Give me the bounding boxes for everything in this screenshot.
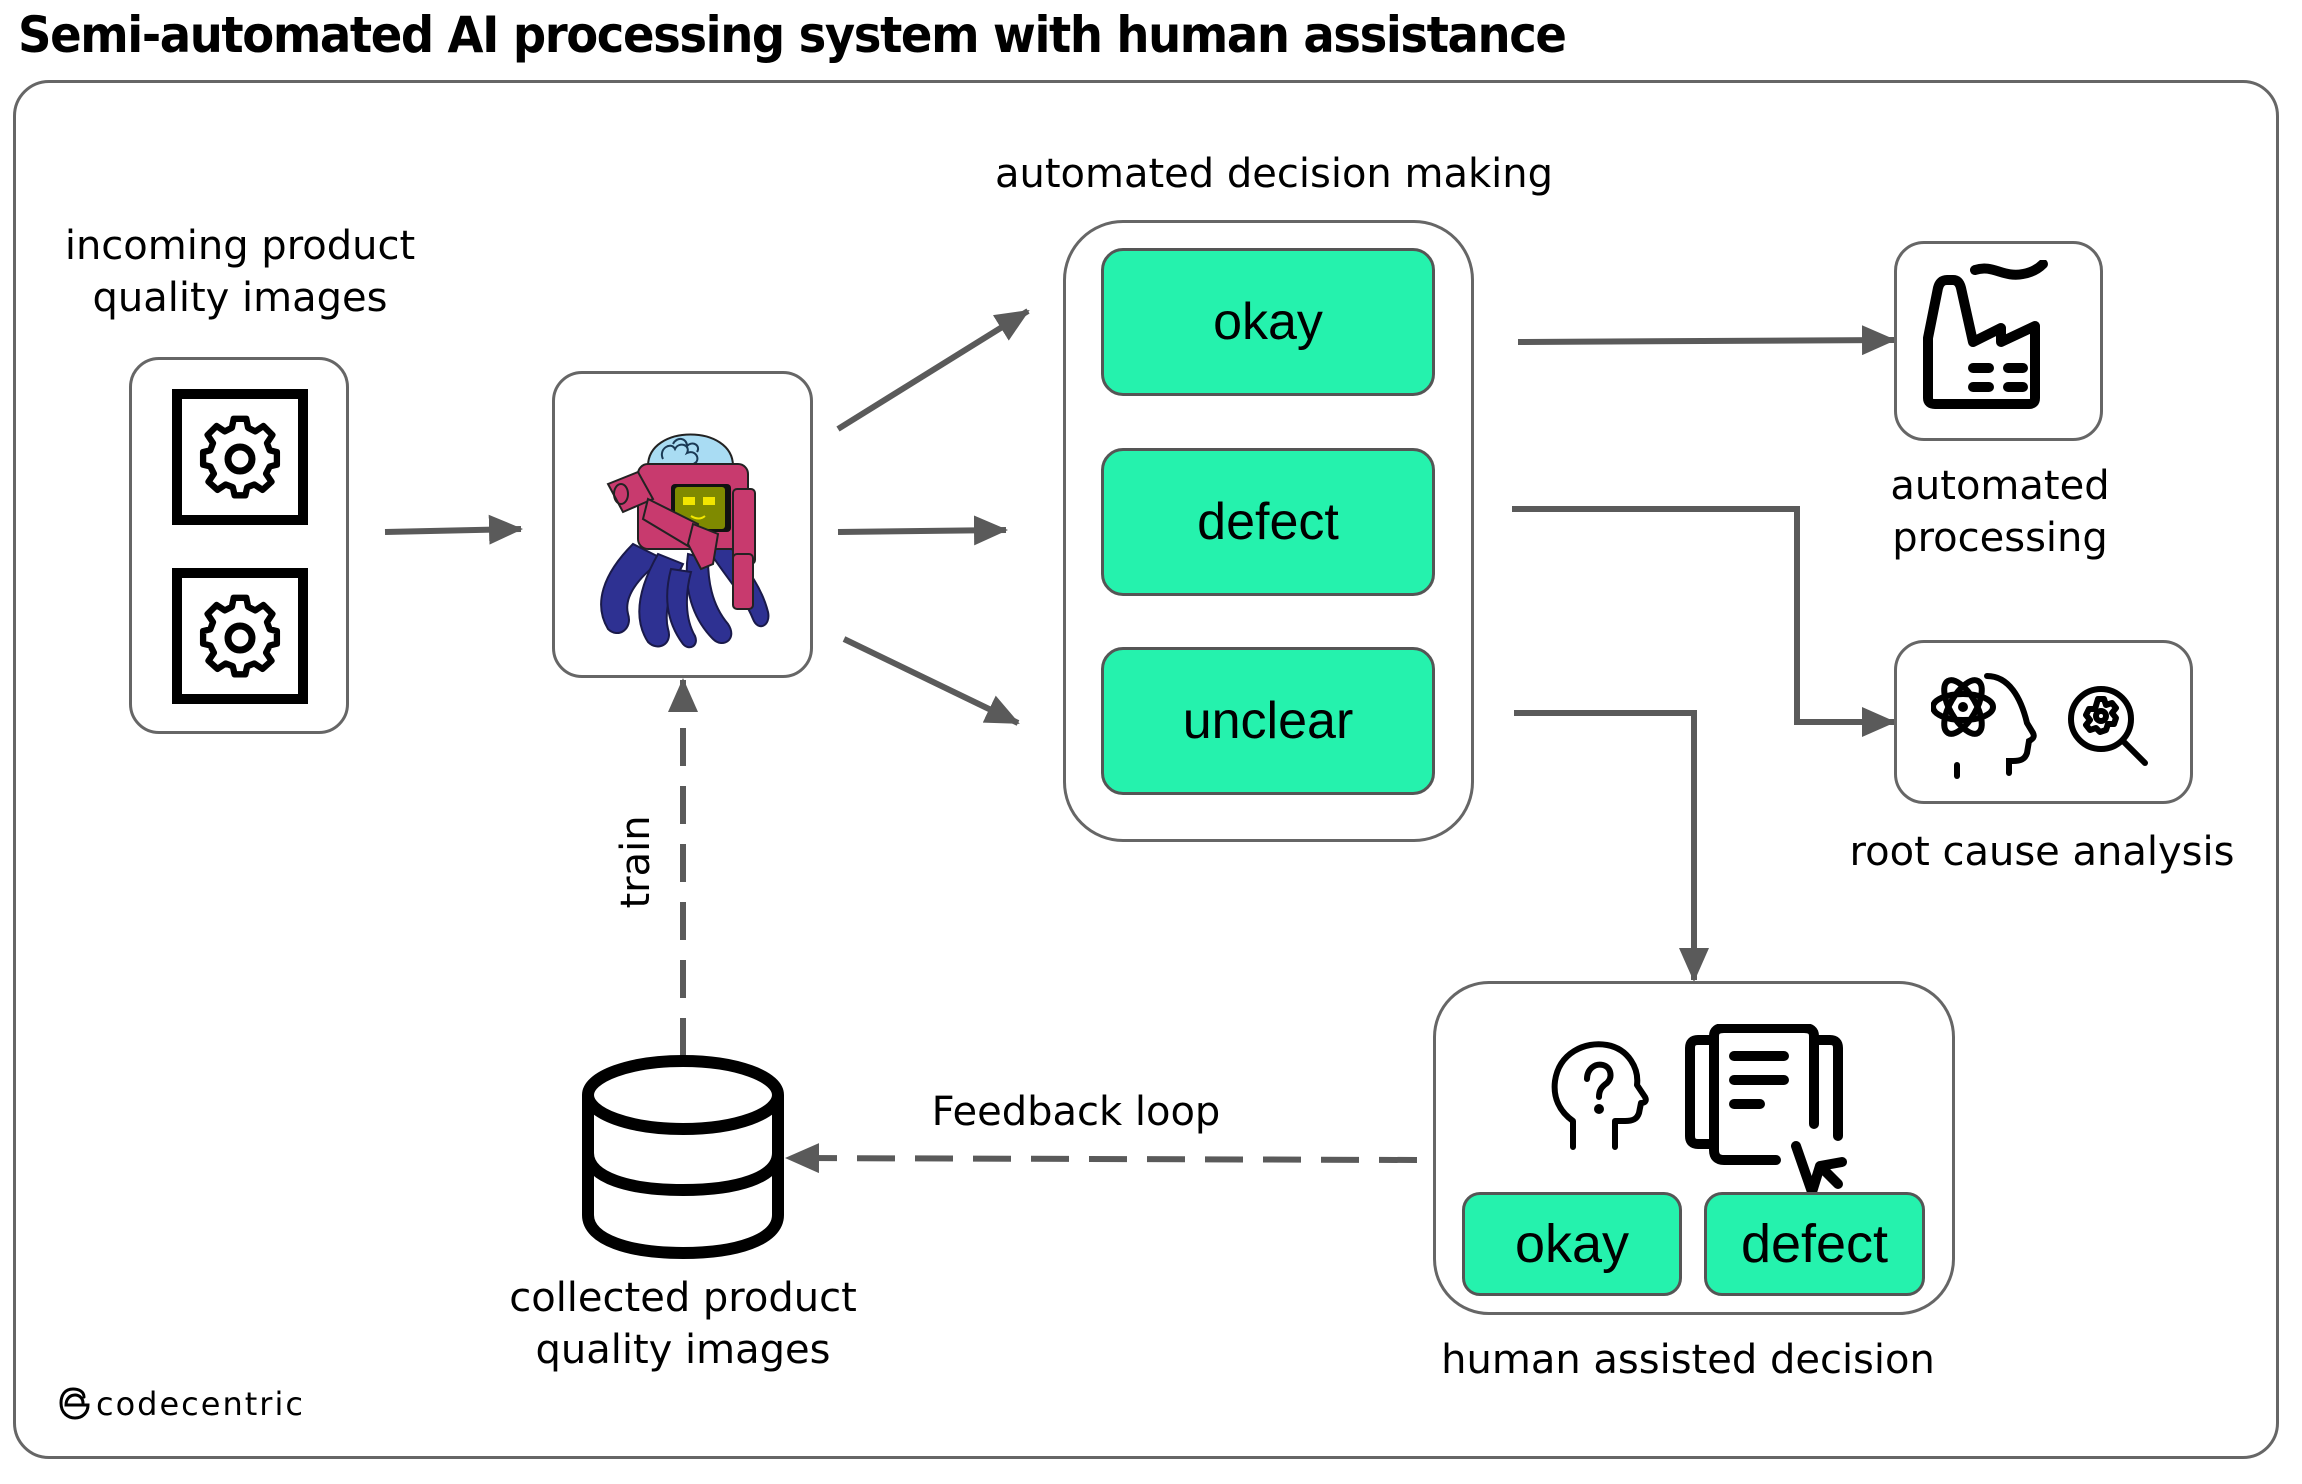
arrow-defect-to-root-cause — [1512, 506, 1896, 737]
codecentric-logo-text: codecentric — [96, 1385, 305, 1423]
gear-image-icon — [172, 389, 308, 525]
incoming-images-box[interactable] — [129, 357, 349, 734]
science-head-icon — [1931, 673, 2037, 779]
incoming-label: incoming product quality images — [64, 223, 416, 321]
database-icon[interactable] — [580, 1055, 786, 1260]
root-cause-analysis-box[interactable] — [1894, 640, 2193, 804]
factory-icon — [1923, 260, 2048, 409]
codecentric-logo: codecentric — [58, 1385, 305, 1423]
automated-processing-box[interactable] — [1894, 241, 2103, 441]
arrow-model-to-okay — [836, 308, 1030, 432]
human-assisted-decision-label: human assisted decision — [1441, 1337, 1935, 1383]
arrow-model-to-unclear — [842, 636, 1020, 726]
diagram-title: Semi-automated AI processing system with… — [18, 6, 1567, 64]
gear-search-icon — [2068, 686, 2148, 766]
head-question-icon — [1551, 1041, 1649, 1150]
codecentric-mark-icon — [59, 1387, 90, 1420]
train-label: train — [613, 815, 659, 909]
arrow-feedback-loop — [785, 1143, 1418, 1174]
gear-image-icon — [172, 568, 308, 704]
arrow-model-to-defect — [837, 515, 1008, 546]
collected-images-label: collected product quality images — [509, 1275, 857, 1373]
feedback-loop-label: Feedback loop — [931, 1089, 1221, 1135]
human-decision-defect[interactable]: defect — [1704, 1192, 1925, 1296]
automated-processing-label: automated processing — [1890, 463, 2110, 561]
diagram-frame — [13, 80, 2279, 1459]
ai-model-box[interactable] — [552, 371, 813, 678]
root-cause-analysis-label: root cause analysis — [1849, 829, 2235, 875]
robot-octopus-mascot-icon — [600, 433, 770, 649]
arrow-okay-to-processing — [1517, 325, 1896, 356]
arrow-unclear-to-human — [1514, 710, 1709, 982]
human-decision-okay[interactable]: okay — [1462, 1192, 1682, 1296]
arrow-incoming-to-model — [384, 514, 523, 545]
decision-okay[interactable]: okay — [1101, 248, 1435, 396]
document-cursor-icon — [1685, 1024, 1847, 1197]
decision-label: automated decision making — [995, 151, 1553, 197]
decision-unclear[interactable]: unclear — [1101, 647, 1435, 795]
decision-defect[interactable]: defect — [1101, 448, 1435, 596]
